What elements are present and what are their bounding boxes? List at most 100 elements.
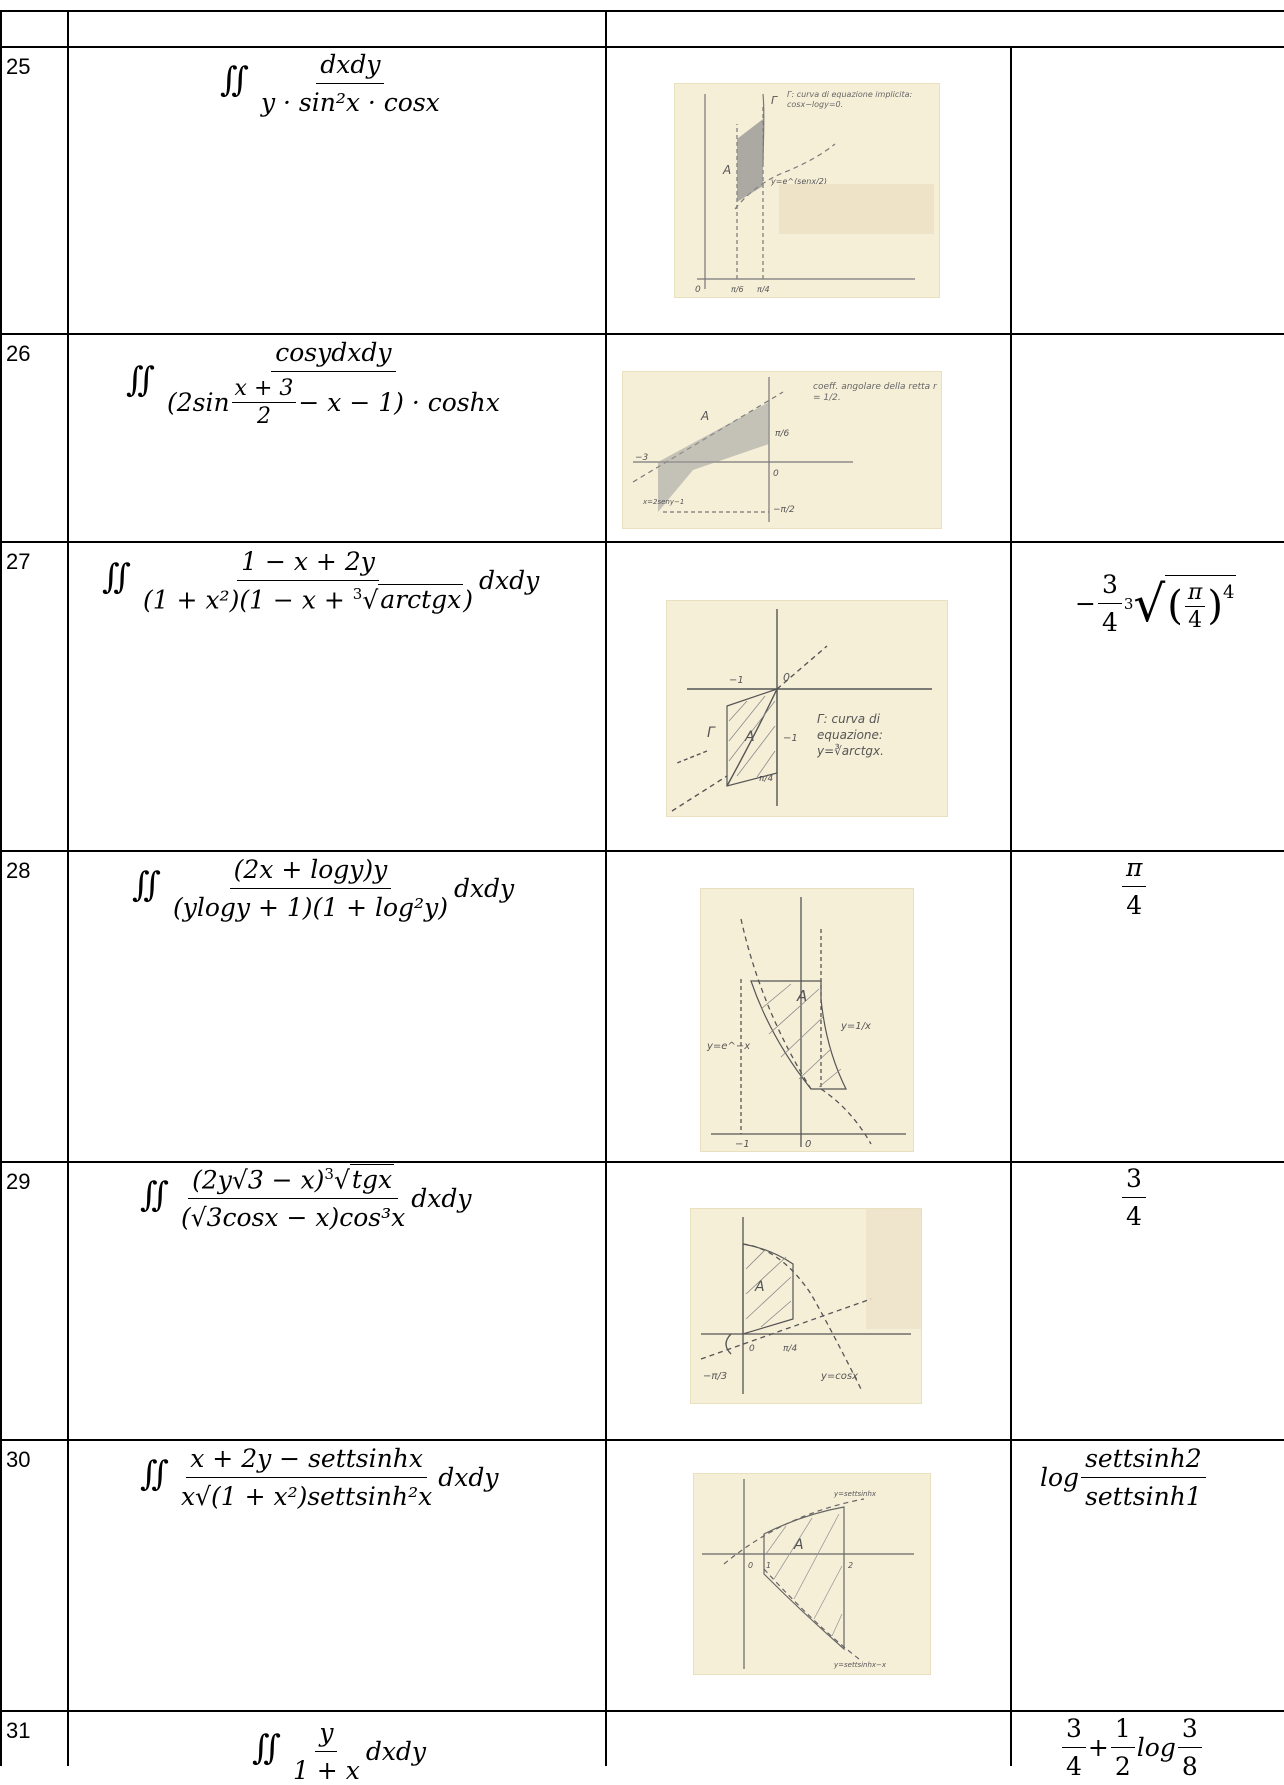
- row-divider: [0, 1161, 1284, 1163]
- row-number: 30: [6, 1447, 31, 1472]
- tick-label: π/6: [731, 285, 744, 294]
- result-denominator: 4: [1101, 608, 1118, 637]
- row-number: 31: [6, 1718, 31, 1743]
- tick-label: 1: [766, 1561, 771, 1570]
- row-number: 25: [6, 54, 31, 79]
- curve-equation-label: x=2seny−1: [642, 498, 684, 506]
- tick-label: −1: [729, 675, 744, 686]
- region-sketch: A Γ y=e^(senx/2) 0 π/6 π/4 Γ: curva di e…: [674, 83, 940, 298]
- region-sketch-svg: A 0 1 2 y=settsinhx y=settsinhx−x: [702, 1479, 914, 1669]
- double-integral-icon: ∬: [140, 1174, 169, 1215]
- result-formula: 3 4 + 1 2 log 3 8: [1060, 1714, 1204, 1781]
- column-divider: [605, 10, 607, 1766]
- integral-denominator: y · sin²x · cosx: [260, 88, 440, 117]
- region-sketch: A −π/3 0 π/4 y=cosx: [690, 1208, 922, 1404]
- tick-label: −1: [783, 733, 798, 744]
- result-denominator: settsinh1: [1085, 1482, 1202, 1511]
- result-numerator: settsinh2: [1081, 1444, 1206, 1478]
- origin-label: 0: [748, 1561, 753, 1570]
- inner-fraction-denominator: 2: [256, 404, 271, 429]
- root-index: 3: [324, 1165, 334, 1183]
- double-integral-icon: ∬: [132, 864, 161, 905]
- result-formula: 3 4: [1120, 1164, 1148, 1231]
- integral-numerator: dxdy: [316, 50, 385, 84]
- result-numerator: 3: [1062, 1714, 1086, 1748]
- integral-differential: dxdy: [479, 566, 540, 596]
- radical-icon: √: [333, 1165, 350, 1195]
- region-label-a: A: [744, 729, 755, 745]
- denominator-part: (2sin: [166, 388, 230, 417]
- integral-denominator: (ylogy + 1)(1 + log²y): [172, 893, 448, 922]
- exponent: 4: [1222, 581, 1235, 603]
- double-integral-icon: ∬: [252, 1727, 281, 1768]
- inner-numerator: π: [1184, 580, 1206, 607]
- row-number: 26: [6, 341, 31, 366]
- radicand: arctgx: [378, 584, 464, 615]
- curve-equation-label: y=settsinhx−x: [833, 1661, 887, 1669]
- result-numerator: 1: [1110, 1714, 1135, 1748]
- curve-label: Γ: [771, 94, 778, 107]
- column-divider: [1010, 46, 1012, 1766]
- tick-label: π/6: [775, 429, 789, 439]
- result-numerator: 3: [1097, 570, 1122, 604]
- double-integral-icon: ∬: [102, 556, 131, 597]
- integral-denominator: 1 + x: [292, 1756, 360, 1785]
- region-sketch: A Γ −1 0 −1 π/4 Γ: curva di equazione: y…: [666, 600, 948, 817]
- tick-label: −3: [635, 453, 649, 463]
- plus-sign: +: [1087, 1733, 1109, 1762]
- row-divider: [0, 1710, 1284, 1712]
- curve-equation-label: y=e^(senx/2): [770, 177, 827, 186]
- row-number: 27: [6, 549, 31, 574]
- integral-denominator: (√3cosx − x)cos³x: [180, 1203, 406, 1233]
- origin-label: 0: [749, 1344, 755, 1354]
- double-integral-icon: ∬: [126, 359, 155, 400]
- region-sketch: A y=e^−x y=1/x −1 0: [700, 888, 914, 1152]
- region-sketch: A −3 π/6 0 −π/2 x=2seny−1 coeff. angolar…: [622, 371, 942, 529]
- result-formula: − 3 4 3 √ ( π 4 ) 4: [1075, 570, 1237, 637]
- curve-equation-label: y=e^−x: [706, 1041, 750, 1052]
- result-log: log: [1040, 1463, 1080, 1492]
- integral-differential: dxdy: [453, 874, 515, 903]
- region-sketch: A 0 1 2 y=settsinhx y=settsinhx−x: [693, 1473, 931, 1675]
- region-sketch-svg: A Γ −1 0 −1 π/4 Γ: curva di equazione: y…: [671, 609, 932, 812]
- curve-label: Γ: [707, 725, 716, 741]
- integral-formula: ∬ x + 2y − settsinhx x√(1 + x²)settsinh²…: [140, 1444, 498, 1511]
- integral-differential: dxdy: [411, 1184, 472, 1214]
- tick-label: π/4: [757, 285, 770, 294]
- curve-equation-label: y=cosx: [820, 1371, 858, 1382]
- integral-formula: ∬ cosydxdy (2sin x + 3 2 − x − 1) · cosh…: [126, 338, 506, 429]
- origin-label: 0: [773, 469, 779, 479]
- radical-icon: √: [1133, 574, 1166, 633]
- inner-fraction-numerator: x + 3: [231, 376, 297, 403]
- tick-label: π/4: [783, 1344, 797, 1354]
- region-label-a: A: [793, 1537, 804, 1553]
- table-header-divider: [0, 46, 1284, 48]
- integral-numerator: x + 2y − settsinhx: [186, 1444, 427, 1478]
- region-label-a: A: [722, 163, 731, 177]
- integral-differential: dxdy: [438, 1463, 499, 1492]
- result-numerator: π: [1122, 853, 1147, 887]
- result-formula: log settsinh2 settsinh1: [1040, 1444, 1208, 1511]
- integral-numerator: y: [315, 1718, 338, 1752]
- figure-note: coeff. angolare della retta r = 1/2.: [813, 382, 937, 403]
- result-denominator: 8: [1181, 1752, 1198, 1781]
- region-sketch-svg: A Γ y=e^(senx/2) 0 π/6 π/4 Γ: curva di e…: [695, 90, 934, 295]
- curve-equation-label: y=1/x: [840, 1021, 871, 1032]
- table-border-top: [0, 10, 1284, 12]
- tick-label: −1: [735, 1139, 750, 1150]
- region-label-a: A: [700, 409, 709, 423]
- curve-equation-label: y=settsinhx: [833, 1490, 877, 1498]
- row-number: 28: [6, 858, 31, 883]
- root-index: 3: [352, 585, 363, 603]
- numerator-part: (2y√3 − x): [192, 1165, 325, 1195]
- result-sign: −: [1075, 589, 1096, 618]
- result-denominator: 4: [1126, 1202, 1142, 1231]
- figure-note: Γ: curva di equazione: y=∛arctgx.: [817, 712, 884, 758]
- column-divider: [67, 10, 69, 1766]
- row-divider: [0, 850, 1284, 852]
- region-sketch-svg: A y=e^−x y=1/x −1 0: [706, 897, 906, 1150]
- radical-icon: √: [362, 585, 379, 615]
- origin-label: 0: [783, 671, 790, 684]
- inner-denominator: 4: [1188, 607, 1203, 633]
- origin-label: 0: [805, 1139, 811, 1150]
